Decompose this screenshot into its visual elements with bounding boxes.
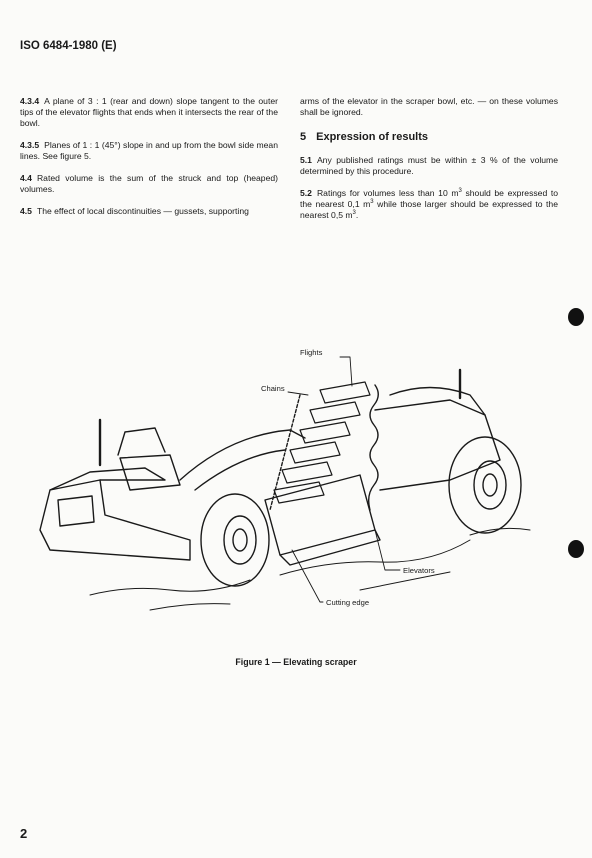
label-flights: Flights [300,348,323,357]
document-header: ISO 6484-1980 (E) [20,40,117,52]
clause-4-5-continuation: arms of the elevator in the scraper bowl… [300,96,558,117]
label-elevators: Elevators [403,566,435,575]
binding-hole-bottom [568,540,584,558]
page-number: 2 [20,826,28,841]
elevating-scraper-figure: Flights Chains Elevators Cutting edge [30,340,540,630]
right-column: arms of the elevator in the scraper bowl… [300,96,558,232]
label-cutting-edge: Cutting edge [326,598,370,607]
elevating-scraper-drawing [39,356,531,611]
label-chains: Chains [261,384,285,393]
binding-hole-top [568,308,584,326]
figure-caption: Figure 1 — Elevating scraper [235,657,357,667]
